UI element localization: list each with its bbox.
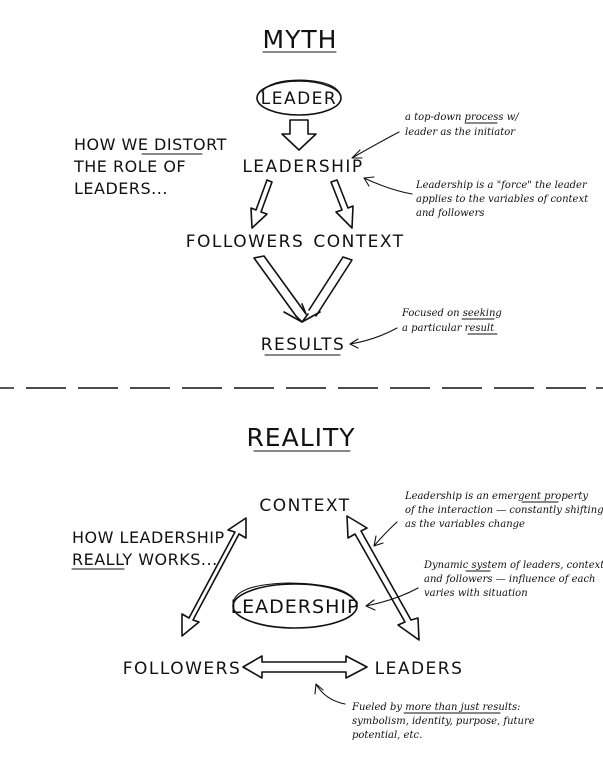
note-force-line3: and followers <box>416 208 485 219</box>
leader-oval <box>256 80 342 116</box>
node-followers-myth: FOLLOWERS <box>186 232 305 252</box>
node-leader: LEADER <box>261 89 338 109</box>
myth-title: MYTH <box>263 25 338 54</box>
arrow-note-focused <box>349 327 398 349</box>
node-leadership-reality: LEADERSHIP <box>231 596 360 618</box>
arrow-note-force <box>363 176 413 195</box>
reality-title: REALITY <box>246 423 355 452</box>
arrow-followers-context <box>181 517 247 637</box>
leadership-oval-overstroke <box>233 582 358 605</box>
node-context-myth: CONTEXT <box>313 232 404 252</box>
reality-side-label: HOW LEADERSHIP REALLY WORKS... <box>71 528 225 570</box>
myth-side-line2: THE ROLE OF <box>73 157 186 176</box>
myth-side-line3: LEADERS... <box>74 179 168 198</box>
note-emergent-line2: of the interaction — constantly shifting <box>405 505 603 516</box>
note-fueled: Fueled by more than just results: symbol… <box>314 683 535 741</box>
note-emergent-line3: as the variables change <box>405 519 525 530</box>
note-force: Leadership is a "force" the leader appli… <box>363 176 589 219</box>
reality-side-line1: HOW LEADERSHIP <box>72 528 225 547</box>
note-fueled-line2: symbolism, identity, purpose, future <box>352 716 535 727</box>
note-fueled-line1: Fueled by more than just results: <box>351 702 521 713</box>
node-followers-reality: FOLLOWERS <box>123 659 242 679</box>
arrow-note-system <box>365 587 419 611</box>
note-system-line2: and followers — influence of each <box>424 574 596 585</box>
arrow-leader-to-leadership <box>281 119 317 151</box>
note-system: Dynamic system of leaders, context, and … <box>365 560 603 611</box>
arrow-leadership-to-followers <box>250 179 273 229</box>
arrow-followers-leaders <box>242 655 368 679</box>
reality-side-line2: REALLY WORKS... <box>72 550 218 569</box>
node-results: RESULTS <box>261 335 346 355</box>
arrow-note-top-down <box>351 131 400 159</box>
arrow-results-head <box>283 311 321 323</box>
arrow-followers-to-results <box>253 255 307 317</box>
myth-section: MYTH HOW WE DISTORT THE ROLE OF LEADERS.… <box>73 25 589 356</box>
note-emergent: Leadership is an emergent property of th… <box>373 491 603 547</box>
note-focused: Focused on seeking a particular result <box>349 308 502 349</box>
note-top-down: a top-down process w/ leader as the init… <box>351 112 520 159</box>
leader-oval-overstroke <box>261 79 342 98</box>
note-system-line1: Dynamic system of leaders, context, <box>423 560 603 571</box>
note-fueled-line3: potential, etc. <box>352 730 422 741</box>
arrow-leadership-to-context <box>330 179 354 229</box>
arrow-context-to-results <box>308 256 353 317</box>
note-system-line3: varies with situation <box>424 588 528 599</box>
reality-section: REALITY HOW LEADERSHIP REALLY WORKS... C… <box>71 423 603 741</box>
note-focused-line1: Focused on seeking <box>401 308 502 319</box>
node-leadership-myth: LEADERSHIP <box>242 157 363 177</box>
note-emergent-line1: Leadership is an emergent property <box>404 491 588 502</box>
note-top-down-line2: leader as the initiator <box>405 127 516 138</box>
note-force-line1: Leadership is a "force" the leader <box>415 180 588 191</box>
arrow-note-fueled <box>314 683 346 705</box>
myth-side-label: HOW WE DISTORT THE ROLE OF LEADERS... <box>73 135 227 198</box>
arrow-note-emergent <box>373 521 398 547</box>
leadership-oval <box>232 583 358 629</box>
note-focused-line2: a particular result <box>402 323 495 334</box>
arrow-context-leaders <box>346 515 420 641</box>
note-force-line2: applies to the variables of context <box>416 194 589 205</box>
node-context-reality: CONTEXT <box>259 496 350 516</box>
myth-side-line1: HOW WE DISTORT <box>74 135 227 154</box>
node-leaders: LEADERS <box>375 659 464 679</box>
note-top-down-line1: a top-down process w/ <box>405 112 520 123</box>
